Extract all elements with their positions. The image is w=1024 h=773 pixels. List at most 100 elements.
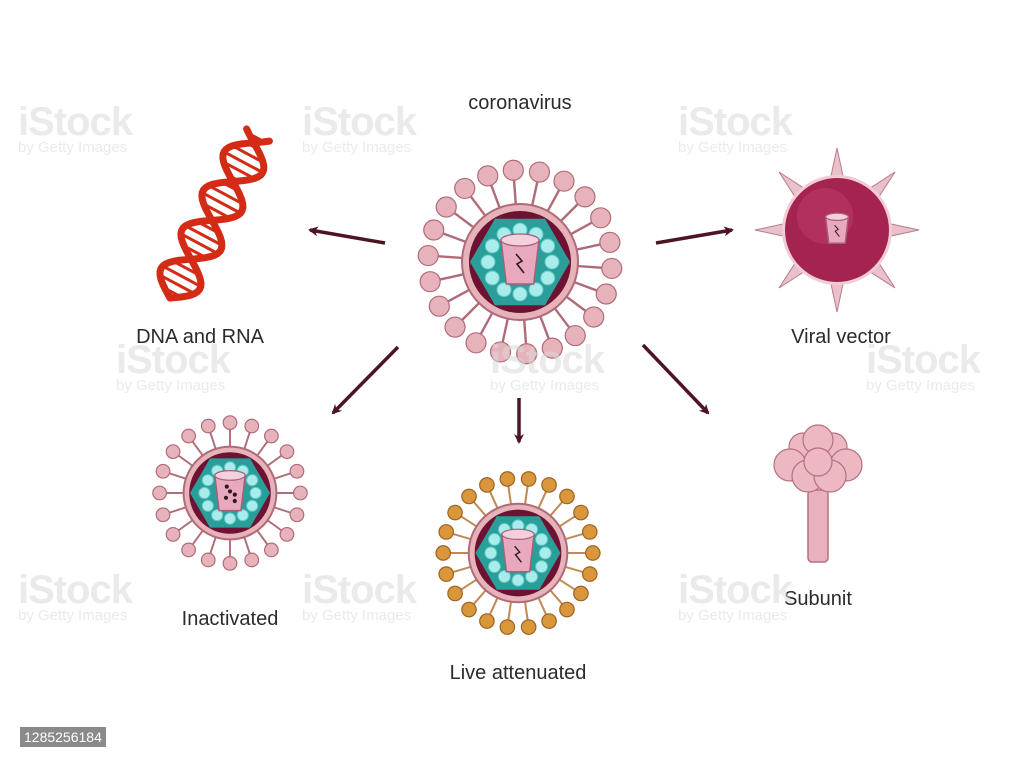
spike-protein [574, 186, 596, 208]
subunit-protein [773, 424, 863, 563]
spike-protein [181, 428, 197, 444]
spike-protein [222, 415, 238, 431]
spike-protein [423, 219, 445, 241]
spike-protein [520, 471, 537, 487]
spike-protein [155, 507, 171, 523]
spike-protein [516, 343, 538, 365]
base-pair [223, 150, 264, 174]
spike-protein [520, 619, 537, 635]
spike-protein [502, 159, 524, 181]
spike-protein [541, 337, 563, 359]
spike-protein [553, 170, 575, 192]
protein-bead [803, 447, 833, 477]
base-pair [201, 191, 242, 215]
spike-protein [244, 552, 260, 568]
spike-protein [289, 463, 305, 479]
spike-protein [155, 463, 171, 479]
spike-protein [573, 585, 589, 602]
spike-protein [528, 161, 551, 183]
spike-protein [541, 477, 557, 493]
spike-protein [438, 566, 455, 582]
spike-protein [222, 556, 238, 571]
dna-strand [166, 137, 273, 302]
spike-protein [559, 601, 575, 618]
arrow-to-subunit [641, 343, 710, 415]
spike-protein [279, 444, 295, 460]
spike-protein [461, 488, 477, 505]
inactivated-virus [152, 415, 308, 571]
spike-protein [293, 485, 308, 501]
live-attenuated-virus [435, 471, 601, 635]
spike-protein [599, 231, 621, 253]
dna-strand [156, 125, 268, 302]
spike-protein [165, 444, 181, 460]
arrow-to-inactivated [331, 345, 400, 415]
dna-helix [156, 125, 273, 302]
spike-protein [263, 542, 279, 558]
spike-protein [438, 524, 455, 540]
spike-protein [454, 177, 476, 200]
spike-protein [435, 545, 452, 561]
base-pair [208, 184, 244, 206]
spike-protein [499, 471, 516, 487]
arrow-to-dna-rna [308, 226, 386, 245]
spike-protein [559, 488, 575, 505]
spike-protein [165, 526, 181, 542]
spike-protein [447, 585, 463, 602]
spike-protein [200, 552, 216, 568]
spike-protein [447, 504, 463, 521]
base-pair [184, 224, 223, 247]
spike-protein [479, 477, 495, 493]
spike-protein [583, 306, 605, 328]
spike-protein [541, 613, 557, 629]
spike-protein [289, 507, 305, 523]
base-pair [159, 273, 196, 295]
base-pair [180, 232, 219, 255]
spike-protein [479, 613, 495, 629]
label-live-attenuated: Live attenuated [449, 662, 587, 684]
spike-protein [573, 504, 589, 521]
spike-protein [590, 207, 612, 229]
spike-protein [435, 196, 457, 218]
spike-protein [417, 244, 439, 267]
spike-protein [581, 524, 598, 540]
coronavirus-particle [417, 159, 623, 365]
spike-protein [477, 165, 499, 187]
spike-protein [595, 283, 617, 305]
base-pair [222, 160, 255, 180]
spike-protein [279, 526, 295, 542]
spike-protein [428, 295, 450, 317]
spike-protein [601, 257, 623, 280]
label-inactivated: Inactivated [181, 608, 279, 630]
spike-protein [489, 341, 512, 363]
viral-vector-particle [754, 147, 920, 313]
spike-protein [584, 545, 601, 561]
label-dna-and-rna: DNA and RNA [136, 326, 264, 348]
spike-protein [564, 324, 586, 347]
arrow-to-viral-vector [655, 226, 734, 245]
spike-protein [263, 428, 279, 444]
spike-protein [499, 619, 516, 635]
spike-protein [152, 485, 168, 501]
spike-protein [444, 316, 466, 338]
label-subunit: Subunit [784, 588, 852, 610]
label-coronavirus: coronavirus [468, 92, 572, 114]
spike-protein [581, 566, 598, 582]
base-pair [162, 264, 202, 288]
spike-protein [461, 601, 477, 618]
base-pair [231, 144, 264, 164]
spike-protein [181, 542, 197, 558]
label-viral-vector: Viral vector [791, 326, 891, 348]
spike-protein [244, 418, 260, 434]
spike-protein [419, 271, 441, 293]
stock-image-id: 1285256184 [20, 727, 106, 747]
